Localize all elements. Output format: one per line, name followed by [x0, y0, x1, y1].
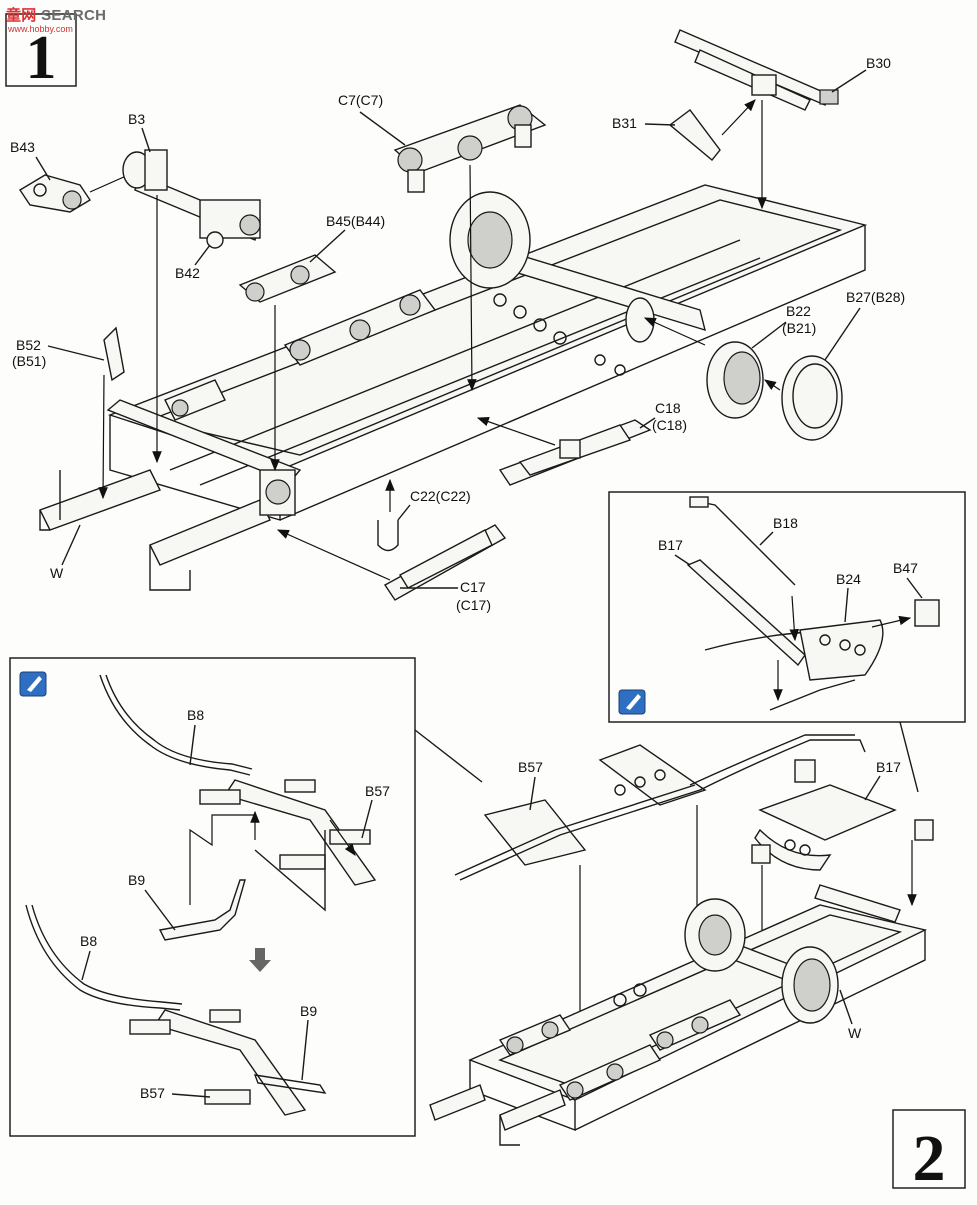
- label-b30: B30: [866, 55, 891, 71]
- label-b43: B43: [10, 139, 35, 155]
- label-b57-step2: B57: [518, 759, 543, 775]
- part-c7-shackle: [393, 104, 547, 392]
- svg-text:1: 1: [26, 24, 57, 92]
- part-b3-axle: [122, 149, 261, 464]
- down-arrow-icon: [249, 948, 271, 972]
- label-c17-a: C17: [460, 579, 486, 595]
- paint-brush-icon: [19, 671, 47, 697]
- inset-brake-linkage: B18 B17 B24 B47: [608, 491, 966, 793]
- label-b17-inset: B17: [658, 537, 683, 553]
- step-1-badge: 1: [5, 13, 77, 92]
- label-c18-a: C18: [655, 400, 681, 416]
- step-2-badge: 2: [892, 1109, 966, 1195]
- label-b31: B31: [612, 115, 637, 131]
- chassis-frame-step2: [429, 734, 934, 1146]
- label-c17-b: (C17): [456, 597, 491, 613]
- inset-exhaust-pipe: B8 B57 B9 B8 B9 B57: [9, 657, 483, 1137]
- chassis-frame-step1: [39, 184, 868, 591]
- label-b24: B24: [836, 571, 861, 587]
- paint-brush-icon: [618, 689, 646, 715]
- label-b51: (B51): [12, 353, 46, 369]
- label-b57-lower: B57: [140, 1085, 165, 1101]
- part-b45-shackle: [164, 254, 437, 472]
- watermark-site: www.hobby.com: [8, 24, 73, 34]
- label-b47: B47: [893, 560, 918, 576]
- step1-labels: B43 B3 B42 C7(C7) B45(B44) B31 B30 B52 (…: [10, 55, 905, 613]
- label-b21: (B21): [782, 320, 816, 336]
- part-b30-leaf-spring: [668, 29, 839, 210]
- part-c17-leaf-spring: [276, 524, 507, 601]
- part-b52: [98, 326, 125, 500]
- label-b3: B3: [128, 111, 145, 127]
- part-c18-leaf-spring: [476, 417, 652, 486]
- label-w-step1: W: [50, 565, 64, 581]
- label-c22: C22(C22): [410, 488, 471, 504]
- label-c18-b: (C18): [652, 417, 687, 433]
- label-b8-lower: B8: [80, 933, 97, 949]
- label-c7: C7(C7): [338, 92, 383, 108]
- label-b27: B27(B28): [846, 289, 905, 305]
- label-b9-upper: B9: [128, 872, 145, 888]
- part-b43: [19, 171, 137, 213]
- svg-text:2: 2: [913, 1122, 946, 1195]
- label-b18: B18: [773, 515, 798, 531]
- label-b17-step2: B17: [876, 759, 901, 775]
- part-b22-drum: [643, 317, 764, 419]
- label-b42: B42: [175, 265, 200, 281]
- label-b9-lower: B9: [300, 1003, 317, 1019]
- label-b22: B22: [786, 303, 811, 319]
- label-b8-upper: B8: [187, 707, 204, 723]
- label-b57-upper: B57: [365, 783, 390, 799]
- part-c22-u-bolt: [377, 478, 399, 552]
- label-w-step2: W: [848, 1025, 862, 1041]
- part-b27-wheel-cover: [764, 355, 843, 441]
- label-b45: B45(B44): [326, 213, 385, 229]
- watermark: 童网 SEARCH: [6, 7, 107, 24]
- step2-labels: B57 B17 W: [518, 759, 901, 1041]
- label-b52: B52: [16, 337, 41, 353]
